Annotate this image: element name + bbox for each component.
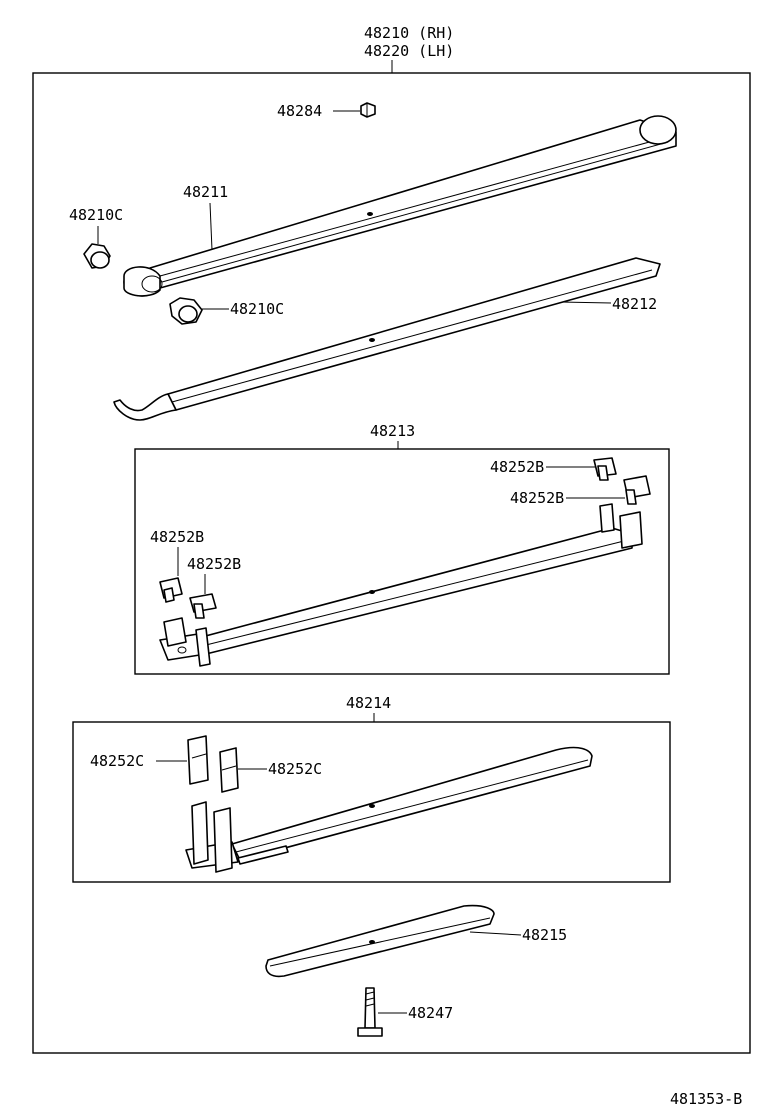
clip-no3-b-part xyxy=(623,475,651,505)
diagram-code: 481353-B xyxy=(670,1090,742,1108)
label-leaf-no2: 48212 xyxy=(612,295,657,313)
nut-part xyxy=(360,102,376,118)
label-clip-no3-c: 48252B xyxy=(150,528,204,546)
clip-no3-c-part xyxy=(159,577,183,603)
label-clip-no3-a: 48252B xyxy=(490,458,544,476)
label-assembly-rh: 48210 (RH) xyxy=(364,24,454,42)
label-clip-no4-a: 48252C xyxy=(90,752,144,770)
bushing-right-part xyxy=(169,297,203,325)
clip-no4-b-part xyxy=(219,747,239,793)
label-bushing-right: 48210C xyxy=(230,300,284,318)
label-nut: 48284 xyxy=(277,102,322,120)
label-clip-no4-b: 48252C xyxy=(268,760,322,778)
clip-no3-d-part xyxy=(189,593,217,619)
clip-no3-a-part xyxy=(593,457,617,481)
clip-no4-a-part xyxy=(187,735,209,785)
label-clip-no3-d: 48252B xyxy=(187,555,241,573)
label-leaf-no3: 48213 xyxy=(370,422,415,440)
label-assembly-lh: 48220 (LH) xyxy=(364,42,454,60)
assembly-frame xyxy=(32,72,751,1054)
label-leaf-no4: 48214 xyxy=(346,694,391,712)
label-clip-no3-b: 48252B xyxy=(510,489,564,507)
leaf-no2-part xyxy=(113,257,661,421)
leaf-no5-part xyxy=(265,904,495,978)
label-center-bolt: 48247 xyxy=(408,1004,453,1022)
leaf-no3-frame xyxy=(134,448,670,675)
label-leaf-no5: 48215 xyxy=(522,926,567,944)
leaf-no3-part xyxy=(159,503,643,667)
leaf-no1-part xyxy=(123,115,677,297)
leaf-no4-part xyxy=(185,746,593,873)
label-leaf-no1: 48211 xyxy=(183,183,228,201)
bushing-left-part xyxy=(83,243,111,269)
leaf-no4-frame xyxy=(72,721,671,883)
label-bushing-left: 48210C xyxy=(69,206,123,224)
center-bolt-part xyxy=(357,987,383,1037)
